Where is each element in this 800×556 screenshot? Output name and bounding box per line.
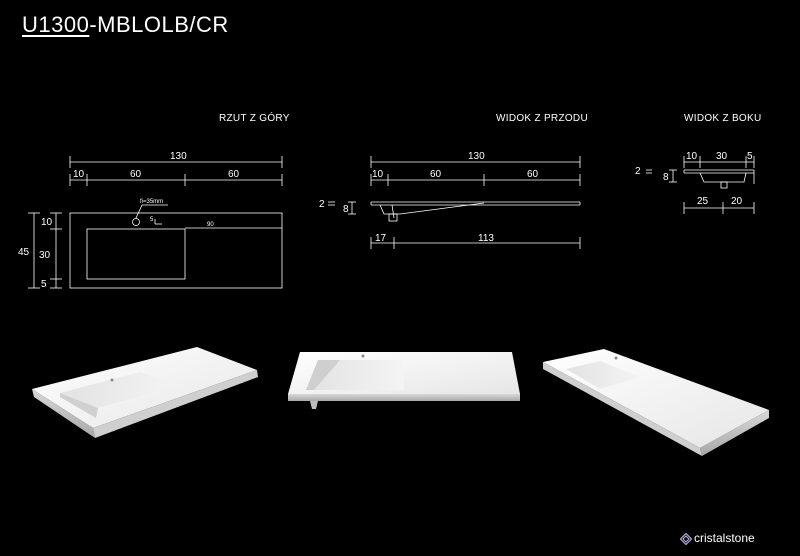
top-height-2: 30 — [39, 250, 51, 261]
top-view-outline — [69, 212, 283, 289]
model-suffix: -MBLOLB/CR — [89, 12, 229, 37]
side-top-2: 30 — [716, 151, 728, 162]
top-height-3: 5 — [41, 279, 47, 290]
side-top-1: 10 — [686, 151, 698, 162]
side-bottom-1: 25 — [697, 196, 709, 207]
front-bottom-2: 113 — [478, 233, 494, 244]
front-thick-b: 8 — [343, 204, 349, 215]
front-view — [328, 156, 581, 249]
render-right — [543, 349, 769, 456]
top-seg2-dim: 60 — [130, 169, 142, 180]
side-thick-a: 2 — [635, 166, 641, 177]
side-view-label: WIDOK Z BOKU — [684, 113, 762, 124]
front-seg1-dim: 10 — [372, 169, 384, 180]
product-title: U1300-MBLOLB/CR — [22, 12, 229, 38]
top-total-dim: 130 — [170, 151, 187, 162]
render-left — [32, 347, 258, 438]
front-total-dim: 130 — [468, 151, 485, 162]
top-height-1: 10 — [41, 217, 53, 228]
top-view-label: RZUT Z GÓRY — [219, 113, 290, 124]
basin-outline — [86, 228, 186, 280]
top-seg3-dim: 60 — [228, 169, 240, 180]
top-seg1-dim: 10 — [73, 169, 85, 180]
side-thick-b: 8 — [663, 172, 669, 183]
top-view — [28, 156, 283, 289]
front-view-label: WIDOK Z PRZODU — [496, 113, 588, 124]
top-height-total: 45 — [18, 247, 30, 258]
front-seg2-dim: 60 — [430, 169, 442, 180]
model-code: U1300 — [22, 12, 90, 37]
hole-offset: 5 — [150, 217, 154, 223]
render-center — [288, 352, 520, 409]
front-seg3-dim: 60 — [527, 169, 539, 180]
brand-name: cristalstone — [694, 531, 755, 545]
front-thick-a: 2 — [319, 199, 325, 210]
side-view — [646, 156, 755, 214]
inner-length: 90 — [207, 222, 214, 228]
hole-diameter: fi=35mm — [140, 199, 163, 205]
side-bottom-2: 20 — [731, 196, 743, 207]
tap-hole — [132, 218, 140, 226]
side-drain — [720, 181, 728, 189]
cristalstone-logo-icon — [680, 533, 692, 545]
front-drain — [388, 213, 398, 222]
side-top-3: 5 — [747, 151, 753, 162]
front-bottom-1: 17 — [375, 233, 387, 244]
